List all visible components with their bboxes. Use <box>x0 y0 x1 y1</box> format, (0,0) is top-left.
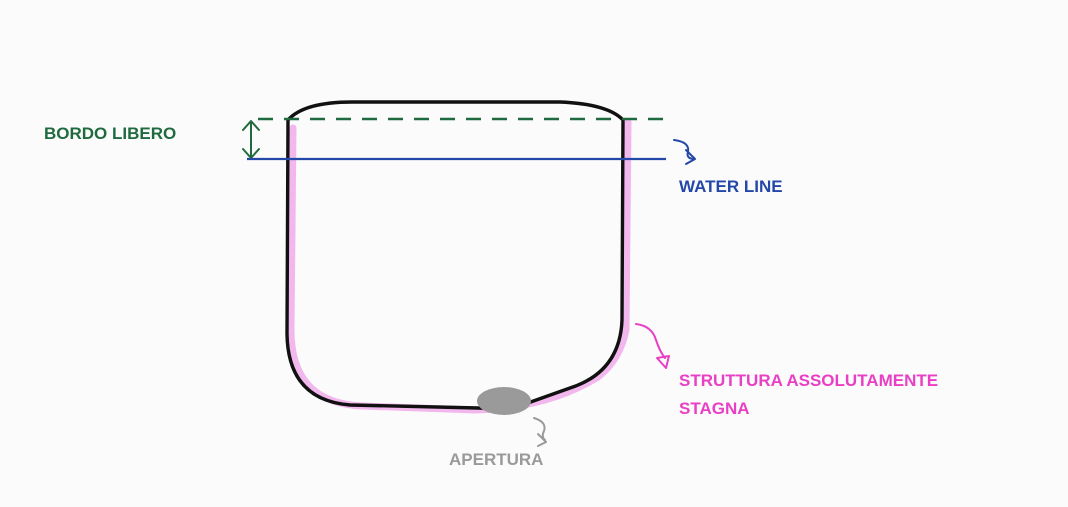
hull-outline <box>285 100 625 410</box>
freeboard-label: BORDO LIBERO <box>44 124 176 143</box>
structure-label-line1: STRUTTURA ASSOLUTAMENTE <box>679 371 938 390</box>
structure-label-line2: STAGNA <box>679 399 750 418</box>
structure-arrow-icon <box>635 323 670 369</box>
opening-label: APERTURA <box>449 450 543 469</box>
freeboard-measure-arrow <box>242 120 260 159</box>
water-line-arrow-icon <box>673 139 696 165</box>
opening-arrow-icon <box>533 417 547 447</box>
hull-highlight <box>287 118 632 414</box>
opening-shape <box>477 387 531 415</box>
water-line-label: WATER LINE <box>679 177 783 196</box>
